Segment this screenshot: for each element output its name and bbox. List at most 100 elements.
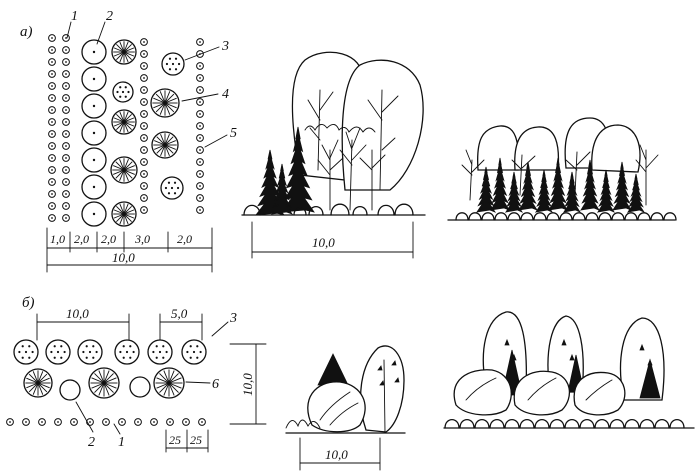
- shrub-ring: [48, 214, 56, 222]
- bottom-dim-1: 25: [169, 433, 181, 447]
- tree-hatched-circle: [153, 367, 185, 399]
- shrub-ring: [22, 418, 30, 426]
- shrub-ring: [62, 166, 70, 174]
- panel-a-plan: а) 1 2 3 4 5 1,0 2,0 2,0: [20, 9, 237, 273]
- conifer: [596, 169, 616, 213]
- tree-large-circle: [81, 93, 107, 119]
- callout-3: 3: [221, 39, 229, 54]
- plan-total-dim: 10,0: [112, 250, 135, 265]
- shrub-ring: [48, 202, 56, 210]
- shrub-ring: [62, 34, 70, 42]
- shrub-ring: [140, 74, 148, 82]
- shrub-ring: [182, 418, 190, 426]
- conifer: [504, 171, 524, 213]
- shrub-ring: [196, 170, 204, 178]
- shrub-ring: [62, 202, 70, 210]
- shrub-ring: [140, 194, 148, 202]
- shrub-ring: [118, 418, 126, 426]
- shrub: [377, 204, 395, 216]
- conifer: [626, 173, 646, 213]
- conifer: [534, 169, 554, 213]
- shrub: [330, 203, 350, 216]
- shrub-ring: [48, 70, 56, 78]
- shrub-ring: [140, 206, 148, 214]
- shrub-ring: [62, 130, 70, 138]
- conifer: [562, 171, 582, 213]
- shrub: [468, 212, 482, 221]
- callout-5: 5: [230, 126, 237, 141]
- tree-large-circle: [81, 147, 107, 173]
- shrub-ring: [196, 86, 204, 94]
- shrub: [459, 418, 475, 429]
- shrub-ring: [196, 182, 204, 190]
- panel-a-label: а): [20, 24, 33, 40]
- shrub-ring: [70, 418, 78, 426]
- shrub-ring: [62, 70, 70, 78]
- shrub-ring: [140, 182, 148, 190]
- tree-dotted-circle: [181, 339, 207, 365]
- shrub: [534, 418, 550, 429]
- conifer: [612, 161, 632, 211]
- tree-dotted-circle: [112, 81, 134, 103]
- shrub: [546, 212, 560, 221]
- shrub-ring: [140, 158, 148, 166]
- shrub: [594, 418, 610, 429]
- shrub: [444, 418, 460, 429]
- panel-b-plan: б) 10,0 5,0 3 6 2 1 10,0 25 25: [6, 295, 267, 453]
- shrub: [650, 212, 664, 221]
- dim-1-0: 1,0: [50, 232, 65, 246]
- callout-b2: 2: [88, 435, 95, 450]
- tree-plain-circle: [129, 376, 151, 398]
- shrub-ring: [62, 178, 70, 186]
- shrub-ring: [196, 122, 204, 130]
- shrub-ring: [140, 98, 148, 106]
- shrubs-elev1: [243, 203, 414, 216]
- panel-b-elevation-large: [443, 311, 695, 429]
- shrub: [352, 205, 368, 216]
- shrub-ring: [140, 170, 148, 178]
- shrub-ring: [38, 418, 46, 426]
- shrub: [609, 418, 625, 429]
- shrub-ring: [196, 158, 204, 166]
- shrub: [669, 418, 685, 429]
- shrub: [654, 418, 670, 429]
- bottom-dim-2: 25: [190, 433, 202, 447]
- tree-large-circle: [81, 120, 107, 146]
- shrub-ring: [196, 206, 204, 214]
- callout-b3: 3: [229, 311, 237, 326]
- tree-dotted-circle: [45, 339, 71, 365]
- shrub-ring: [62, 190, 70, 198]
- conifer: [270, 163, 294, 215]
- shrub-ring: [196, 74, 204, 82]
- shrub: [611, 212, 625, 221]
- shrub: [394, 203, 414, 216]
- top-dim-left: 10,0: [66, 306, 89, 321]
- shrub-ring: [196, 146, 204, 154]
- callout-2: 2: [106, 9, 113, 24]
- conifer: [490, 157, 510, 211]
- shrub-ring: [196, 134, 204, 142]
- conifer: [475, 166, 497, 213]
- dim-3-0: 3,0: [134, 232, 150, 246]
- tree-row-hatched-circles: [110, 39, 180, 227]
- shrub-ring: [62, 82, 70, 90]
- shrub: [572, 212, 586, 221]
- shrub: [494, 212, 508, 221]
- shrub: [624, 418, 640, 429]
- shrub-ring: [140, 134, 148, 142]
- shrub: [533, 212, 547, 221]
- shrub-ring: [140, 122, 148, 130]
- shrub-ring: [140, 146, 148, 154]
- shrubs-elev2: [455, 212, 677, 221]
- shrub: [559, 212, 573, 221]
- callout-b6: 6: [212, 377, 219, 392]
- shrub-ring: [48, 190, 56, 198]
- shrub: [663, 212, 677, 221]
- shrub-ring: [196, 38, 204, 46]
- shrub: [481, 212, 495, 221]
- shrub: [637, 212, 651, 221]
- shrub-ring: [48, 82, 56, 90]
- shrub: [308, 205, 324, 216]
- conifers-elev2: [475, 157, 646, 213]
- shrub-ring: [62, 214, 70, 222]
